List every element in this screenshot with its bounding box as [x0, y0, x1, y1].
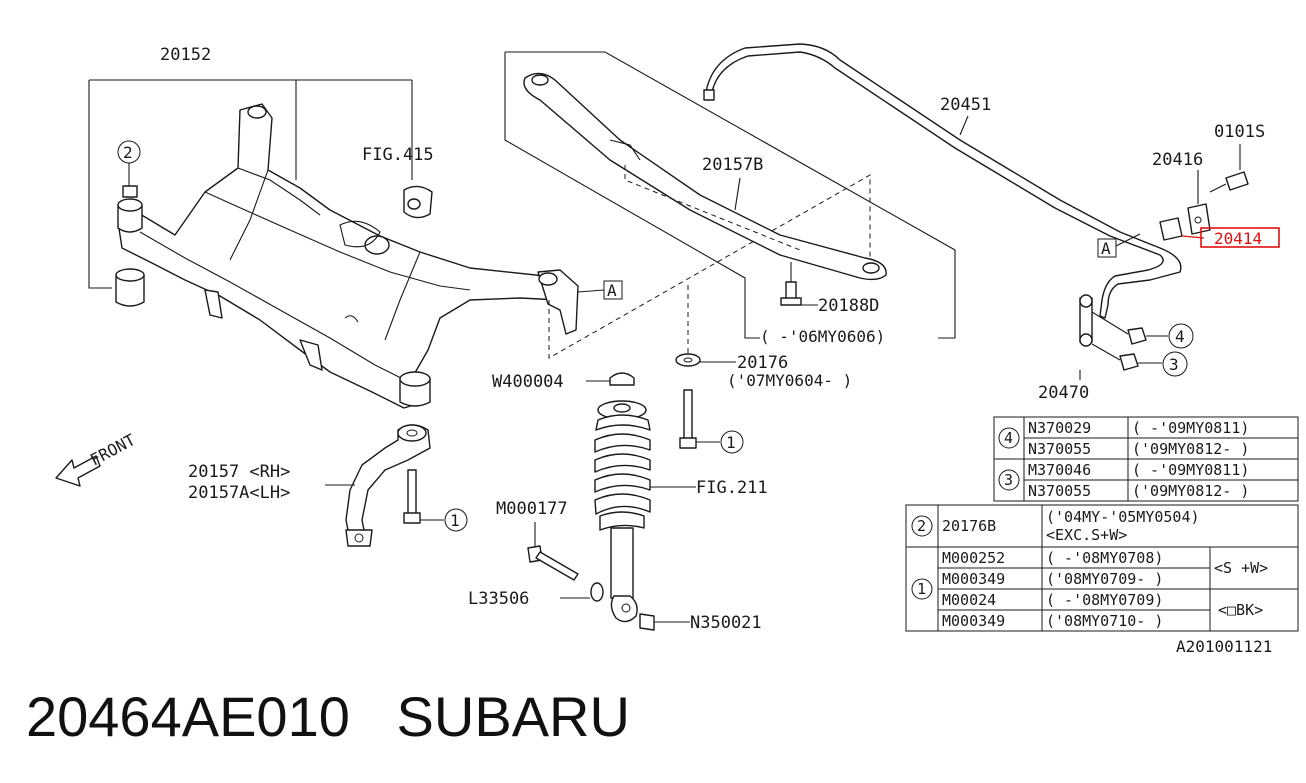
table-top-range-2: ( -'09MY0811) [1132, 461, 1249, 479]
label-20188d: 20188D [818, 296, 879, 316]
diagram-code: A201001121 [1176, 637, 1272, 656]
table-bottom-group-bk: <□BK> [1218, 601, 1263, 619]
front-arrow-icon: FRONT [55, 430, 139, 487]
label-fig211: FIG.211 [696, 478, 768, 498]
callout-2: 2 [123, 143, 133, 162]
label-20157-rh: 20157 <RH> [188, 462, 290, 482]
label-20470: 20470 [1038, 383, 1089, 403]
table-bottom-range2: <EXC.S+W> [1046, 526, 1127, 544]
table-bottom-callout-2: 2 [917, 517, 926, 535]
table-bottom-part-20176b: 20176B [942, 517, 996, 535]
label-front: FRONT [87, 430, 139, 470]
label-20414[interactable]: 20414 [1214, 229, 1262, 248]
callout-3-stab: 3 [1169, 355, 1179, 374]
callout-4-stab: 4 [1175, 327, 1185, 346]
lateral-link-20157b: ( -'06MY0606) 20157B 20188D [504, 51, 956, 346]
label-20157b: 20157B [702, 155, 763, 175]
ref-a-right: A [1101, 239, 1111, 258]
table-bottom-part-3: M000349 [942, 612, 1005, 630]
crossmember-20152: 20152 FIG.415 2 A [88, 45, 871, 409]
callout-1-shock: 1 [726, 433, 736, 452]
end-link-20470: 4 3 20470 [1038, 294, 1194, 403]
table-top-range-3: ('09MY0812- ) [1132, 482, 1249, 500]
table-top-range-0: ( -'09MY0811) [1132, 419, 1249, 437]
part-number-footer: 20464AE010 SUBARU [26, 682, 630, 752]
parts-diagram: 20152 FIG.415 2 A [55, 43, 1299, 656]
table-bottom: 2 20176B ('04MY-'05MY0504) <EXC.S+W> 1 M… [905, 504, 1299, 632]
stabilizer-20451: 20451 A 20416 0101S 20414 [703, 43, 1280, 319]
callout-1-arm: 1 [450, 511, 460, 530]
label-n350021: N350021 [690, 613, 762, 633]
label-fig415: FIG.415 [362, 145, 434, 165]
label-20176: 20176 [737, 353, 788, 373]
label-m000177: M000177 [496, 499, 568, 519]
label-20451: 20451 [940, 95, 991, 115]
label-20416: 20416 [1152, 150, 1203, 170]
table-bottom-part-1: M000349 [942, 570, 1005, 588]
table-top-callout-4: 4 [1004, 429, 1013, 447]
footer-part-number: 20464AE010 [26, 685, 350, 748]
label-20157a-lh: 20157A<LH> [188, 483, 290, 503]
label-0101s: 0101S [1214, 122, 1265, 142]
table-top-range-1: ('09MY0812- ) [1132, 440, 1249, 458]
table-bottom-group-sw: <S +W> [1214, 559, 1268, 577]
table-top: 4 3 N370029 ( -'09MY0811) N370055 ('09MY… [993, 416, 1299, 502]
table-bottom-range-2: ( -'08MY0709) [1046, 591, 1163, 609]
label-l33506: L33506 [468, 589, 529, 609]
table-bottom-part-0: M000252 [942, 549, 1005, 567]
label-20152: 20152 [160, 45, 211, 65]
shock-absorber: W400004 FIG.211 20176 ('07MY0604- ) 1 M0… [468, 285, 852, 633]
table-top-part-2: M370046 [1028, 461, 1091, 479]
table-bottom-callout-1: 1 [917, 580, 926, 598]
table-top-part-0: N370029 [1028, 419, 1091, 437]
table-bottom-range-1: ('08MY0709- ) [1046, 570, 1163, 588]
table-bottom-range-0: ( -'08MY0708) [1046, 549, 1163, 567]
table-bottom-part-2: M00024 [942, 591, 996, 609]
table-bottom-range1: ('04MY-'05MY0504) [1046, 508, 1200, 526]
label-range-06my: ( -'06MY0606) [760, 327, 885, 346]
trailing-arm-20157: 1 20157 <RH> 20157A<LH> [188, 424, 468, 547]
table-top-part-3: N370055 [1028, 482, 1091, 500]
ref-a-left: A [607, 281, 617, 300]
table-top-part-1: N370055 [1028, 440, 1091, 458]
table-bottom-range-3: ('08MY0710- ) [1046, 612, 1163, 630]
footer-brand: SUBARU [396, 685, 630, 748]
label-range-07my: ('07MY0604- ) [727, 371, 852, 390]
table-top-callout-3: 3 [1004, 471, 1013, 489]
label-w400004: W400004 [492, 372, 564, 392]
